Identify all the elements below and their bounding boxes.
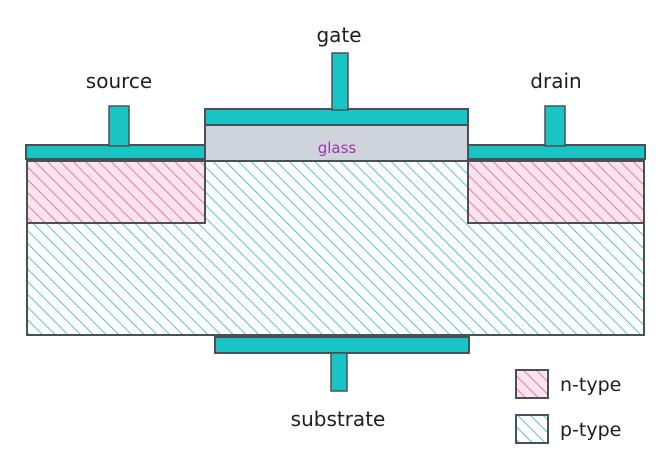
n-type-source-region — [26, 160, 206, 224]
source-terminal — [108, 105, 130, 147]
n-type-drain-region — [467, 160, 645, 224]
drain-contact-plate — [467, 144, 646, 160]
glass-layer — [204, 124, 469, 162]
legend-swatch-p-type — [515, 414, 549, 444]
substrate-outline — [26, 161, 645, 336]
gate-terminal — [331, 52, 349, 111]
legend-swatch-n-type — [515, 369, 549, 399]
substrate-terminal — [330, 352, 348, 392]
substrate-label: substrate — [291, 407, 386, 431]
gate-label: gate — [316, 23, 361, 47]
source-label: source — [86, 69, 152, 93]
drain-terminal — [544, 105, 566, 147]
legend-label-n-type: n-type — [560, 374, 621, 396]
drain-label: drain — [530, 69, 581, 93]
gate-contact-plate — [204, 108, 469, 126]
legend: n-type p-type — [515, 369, 621, 444]
substrate-contact-plate — [214, 336, 470, 354]
glass-label: glass — [318, 139, 357, 157]
p-type-channel — [205, 161, 468, 224]
legend-label-p-type: p-type — [560, 419, 621, 441]
source-contact-plate — [25, 144, 206, 160]
